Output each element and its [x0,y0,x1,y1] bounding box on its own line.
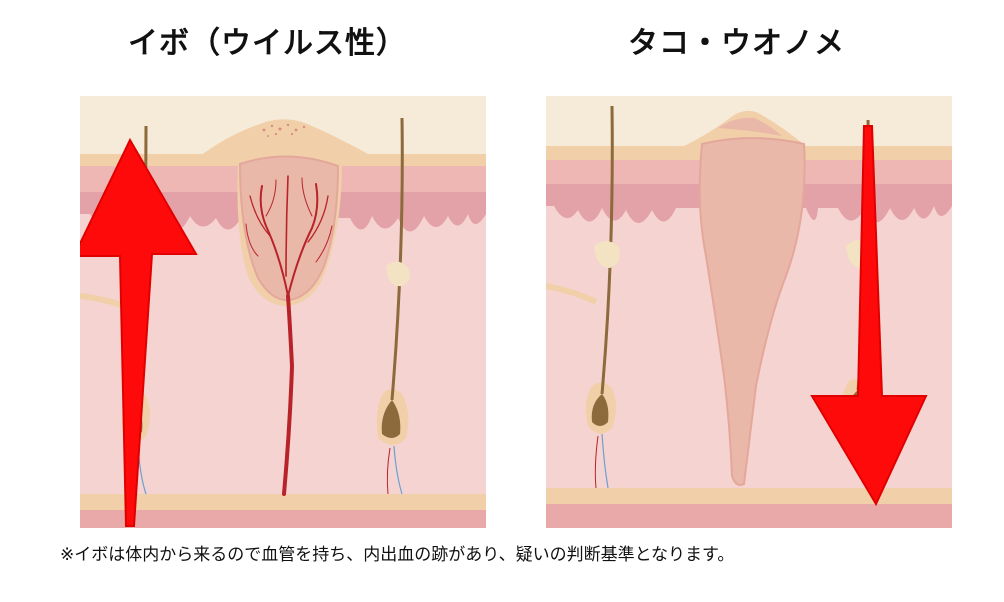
corn-callus-title: タコ・ウオノメ [628,26,845,61]
wart-skin-diagram [80,96,486,528]
diagnosis-caption: ※イボは体内から来るので血管を持ち、内出血の跡があり、疑いの判断基準となります。 [60,545,735,565]
corn-skin-diagram [546,96,952,528]
wart-title: イボ（ウイルス性） [128,26,407,61]
arrow-down-icon [810,125,928,507]
arrow-up-icon [80,137,198,527]
